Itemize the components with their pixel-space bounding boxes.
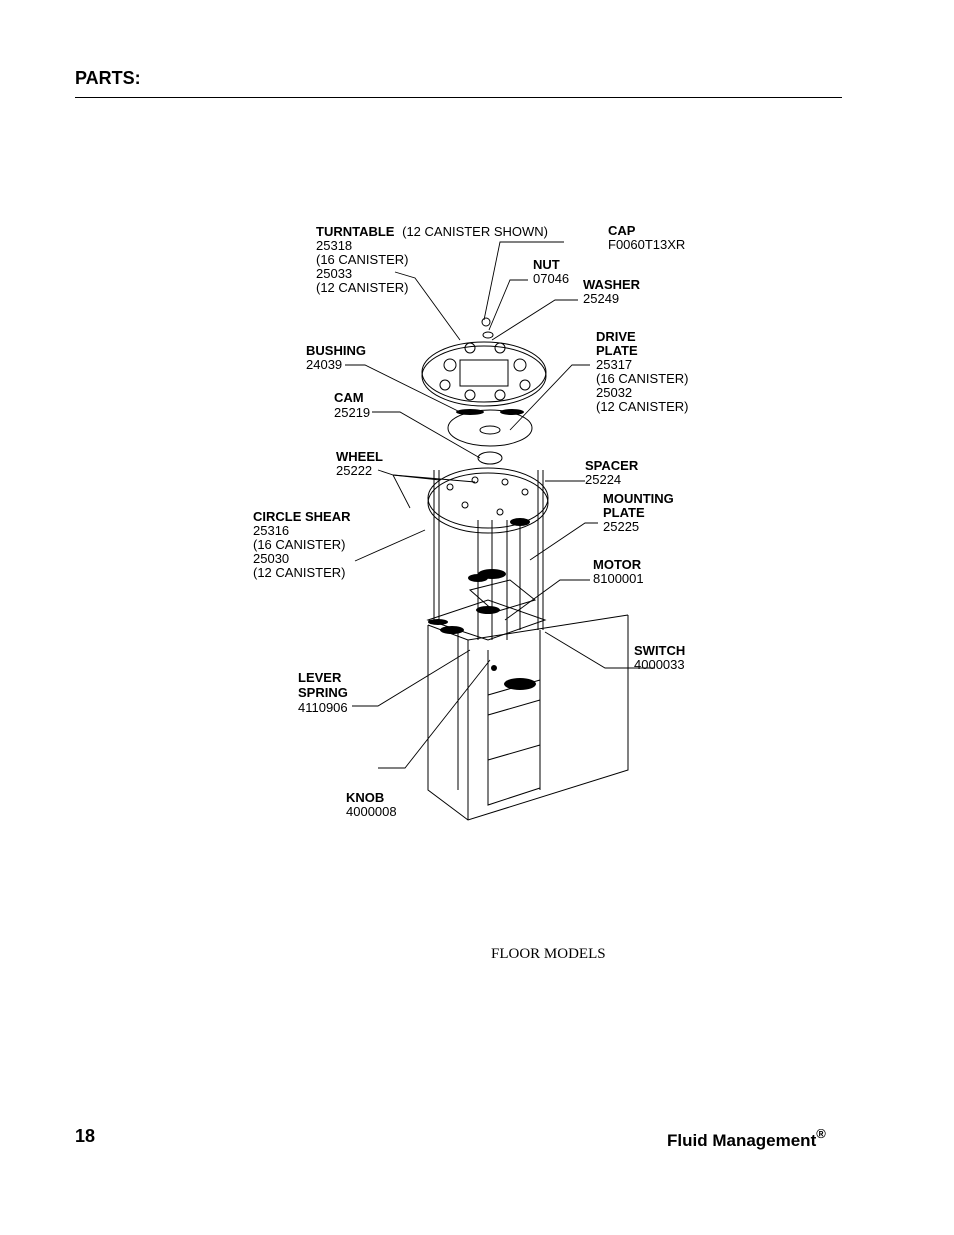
motor-name: MOTOR	[593, 557, 642, 572]
knob-name: KNOB	[346, 790, 385, 805]
drive-plate-name-1: DRIVE	[596, 329, 636, 344]
lower-frame	[426, 579, 547, 641]
turntable-shape	[421, 341, 547, 407]
turntable-variant-16: (16 CANISTER)	[316, 252, 409, 267]
spacer-name: SPACER	[585, 458, 639, 473]
circle-shear-part-12: 25030	[253, 551, 290, 566]
page-number: 18	[75, 1126, 96, 1146]
mounting-plate-name-2: PLATE	[603, 505, 645, 520]
nut-name: NUT	[533, 257, 560, 272]
mounting-plate-shape	[427, 467, 549, 534]
mounting-plate-name-1: MOUNTING	[603, 491, 674, 506]
label-cap: CAP F0060T13XR	[608, 224, 685, 252]
component-shapes	[428, 409, 536, 690]
support-columns	[433, 470, 544, 640]
label-motor: MOTOR 8100001	[593, 558, 644, 586]
washer-part: 25249	[583, 291, 620, 306]
cap-name: CAP	[608, 223, 636, 238]
drive-plate-variant-12: (12 CANISTER)	[596, 399, 689, 414]
circle-shear-name: CIRCLE SHEAR	[253, 509, 351, 524]
circle-shear-variant-12: (12 CANISTER)	[253, 565, 346, 580]
drive-plate-name-2: PLATE	[596, 343, 638, 358]
label-lever-spring: LEVER SPRING 4110906	[298, 670, 348, 715]
section-title: PARTS:	[75, 68, 141, 88]
motor-part: 8100001	[593, 571, 644, 586]
lever-spring-name-2: SPRING	[298, 685, 348, 700]
label-washer: WASHER 25249	[583, 278, 640, 306]
turntable-part-16: 25318	[316, 238, 353, 253]
turntable-note: (12 CANISTER SHOWN)	[402, 224, 549, 239]
washer-name: WASHER	[583, 277, 641, 292]
wheel-part: 25222	[336, 463, 373, 478]
drive-plate-variant-16: (16 CANISTER)	[596, 371, 689, 386]
circle-shear-variant-16: (16 CANISTER)	[253, 537, 346, 552]
cam-name: CAM	[334, 390, 364, 405]
drive-plate-part-12: 25032	[596, 385, 633, 400]
label-circle-shear: CIRCLE SHEAR 25316 (16 CANISTER) 25030 (…	[253, 510, 351, 580]
brand-name: Fluid Management	[667, 1131, 817, 1150]
circle-shear-part-16: 25316	[253, 523, 290, 538]
label-bushing: BUSHING 24039	[306, 344, 366, 372]
wheel-name: WHEEL	[336, 449, 383, 464]
turntable-variant-12: (12 CANISTER)	[316, 280, 409, 295]
turntable-part-12: 25033	[316, 266, 353, 281]
lever-spring-name-1: LEVER	[298, 670, 342, 685]
cap-nut-washer	[481, 317, 494, 339]
drive-plate-part-16: 25317	[596, 357, 633, 372]
registered-mark: ®	[816, 1126, 826, 1141]
label-cam: CAM 25219	[334, 390, 370, 420]
label-drive-plate: DRIVE PLATE 25317 (16 CANISTER) 25032 (1…	[596, 330, 688, 414]
label-switch: SWITCH 4000033	[634, 644, 685, 672]
knob-part: 4000008	[346, 804, 397, 819]
switch-part: 4000033	[634, 657, 685, 672]
leader-lines	[345, 241, 655, 769]
label-turntable: TURNTABLE (12 CANISTER SHOWN) 25318 (16 …	[316, 225, 548, 295]
label-mounting-plate: MOUNTING PLATE 25225	[603, 492, 674, 534]
cam-part: 25219	[334, 405, 371, 420]
cabinet-base	[427, 614, 629, 821]
cap-part: F0060T13XR	[608, 237, 686, 252]
mounting-plate-part: 25225	[603, 519, 640, 534]
label-knob: KNOB 4000008	[346, 791, 397, 819]
bushing-name: BUSHING	[306, 343, 366, 358]
label-spacer: SPACER 25224	[585, 459, 638, 487]
switch-name: SWITCH	[634, 643, 686, 658]
bushing-part: 24039	[306, 357, 343, 372]
nut-part: 07046	[533, 271, 570, 286]
figure-caption: FLOOR MODELS	[491, 946, 606, 962]
label-wheel: WHEEL 25222	[336, 450, 383, 478]
drive-plate-shape	[447, 409, 533, 465]
footer-brand: Fluid Management®	[667, 1126, 826, 1151]
header-divider	[75, 97, 842, 98]
spacer-part: 25224	[585, 472, 622, 487]
turntable-name: TURNTABLE	[316, 224, 395, 239]
label-nut: NUT 07046	[533, 258, 569, 286]
lever-spring-part: 4110906	[298, 700, 348, 715]
